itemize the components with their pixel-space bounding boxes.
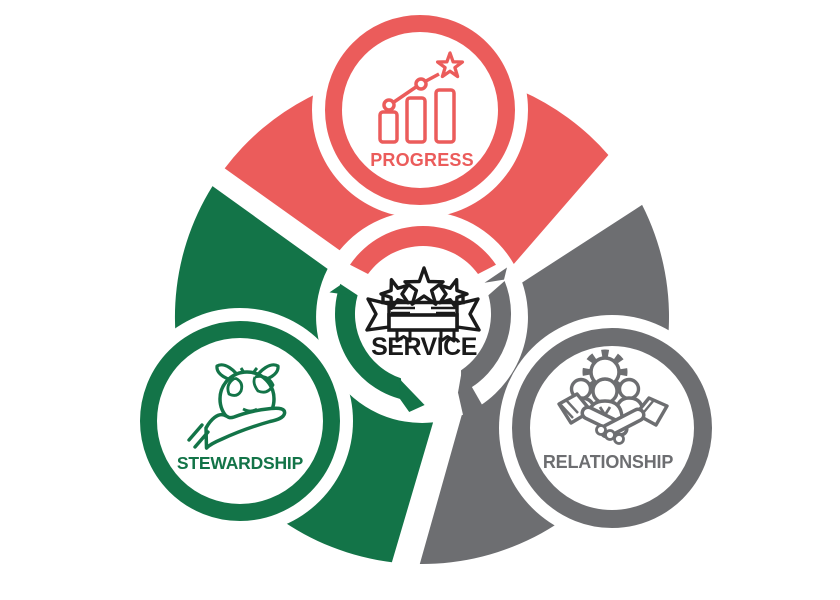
stewardship-node: STEWARDSHIP [140, 321, 340, 521]
inner-arc-green [335, 283, 404, 400]
trend-star [435, 51, 465, 79]
hand-holding-globe-sprout-icon [187, 363, 287, 450]
inner-arc-green-tail [399, 378, 425, 412]
inner-arc-green-tip [329, 285, 357, 297]
banner-rail [381, 294, 465, 305]
inner-arc-red [350, 225, 496, 274]
inner-arc-gray-tip [484, 267, 507, 283]
stars-ribbon-banner-icon [365, 266, 481, 343]
trend-dot-1 [382, 98, 396, 112]
finger-1 [595, 424, 607, 436]
bar-medium [405, 96, 427, 144]
progress-node: PROGRESS [325, 15, 515, 205]
stewardship-label: STEWARDSHIP [177, 453, 304, 473]
person-right-head [617, 377, 641, 401]
banner-band [387, 313, 459, 332]
finger-3 [613, 433, 625, 445]
banner-stripes [391, 306, 455, 315]
bar-tall [434, 88, 456, 144]
inner-arc-gray-tail [458, 369, 483, 424]
gear-teeth [582, 349, 628, 395]
growth-chart-star-icon [378, 51, 465, 144]
trend-line [393, 72, 440, 104]
hand-cuff [187, 423, 210, 449]
finger-2 [604, 429, 616, 441]
relationship-node: RELATIONSHIP [512, 328, 712, 528]
inner-arc-gray [461, 281, 512, 394]
banner-stars [379, 266, 469, 310]
trend-dot-2 [414, 77, 428, 91]
progress-label: PROGRESS [370, 150, 474, 170]
sleeve-hatches [560, 399, 655, 419]
hand-right-inner [603, 411, 642, 435]
service-label: SERVICE [371, 333, 477, 361]
service-node: SERVICE [365, 266, 481, 361]
relationship-label: RELATIONSHIP [543, 452, 673, 472]
handshake-team-gear-icon [557, 349, 669, 445]
bar-small [378, 110, 399, 144]
open-hand [204, 406, 287, 450]
